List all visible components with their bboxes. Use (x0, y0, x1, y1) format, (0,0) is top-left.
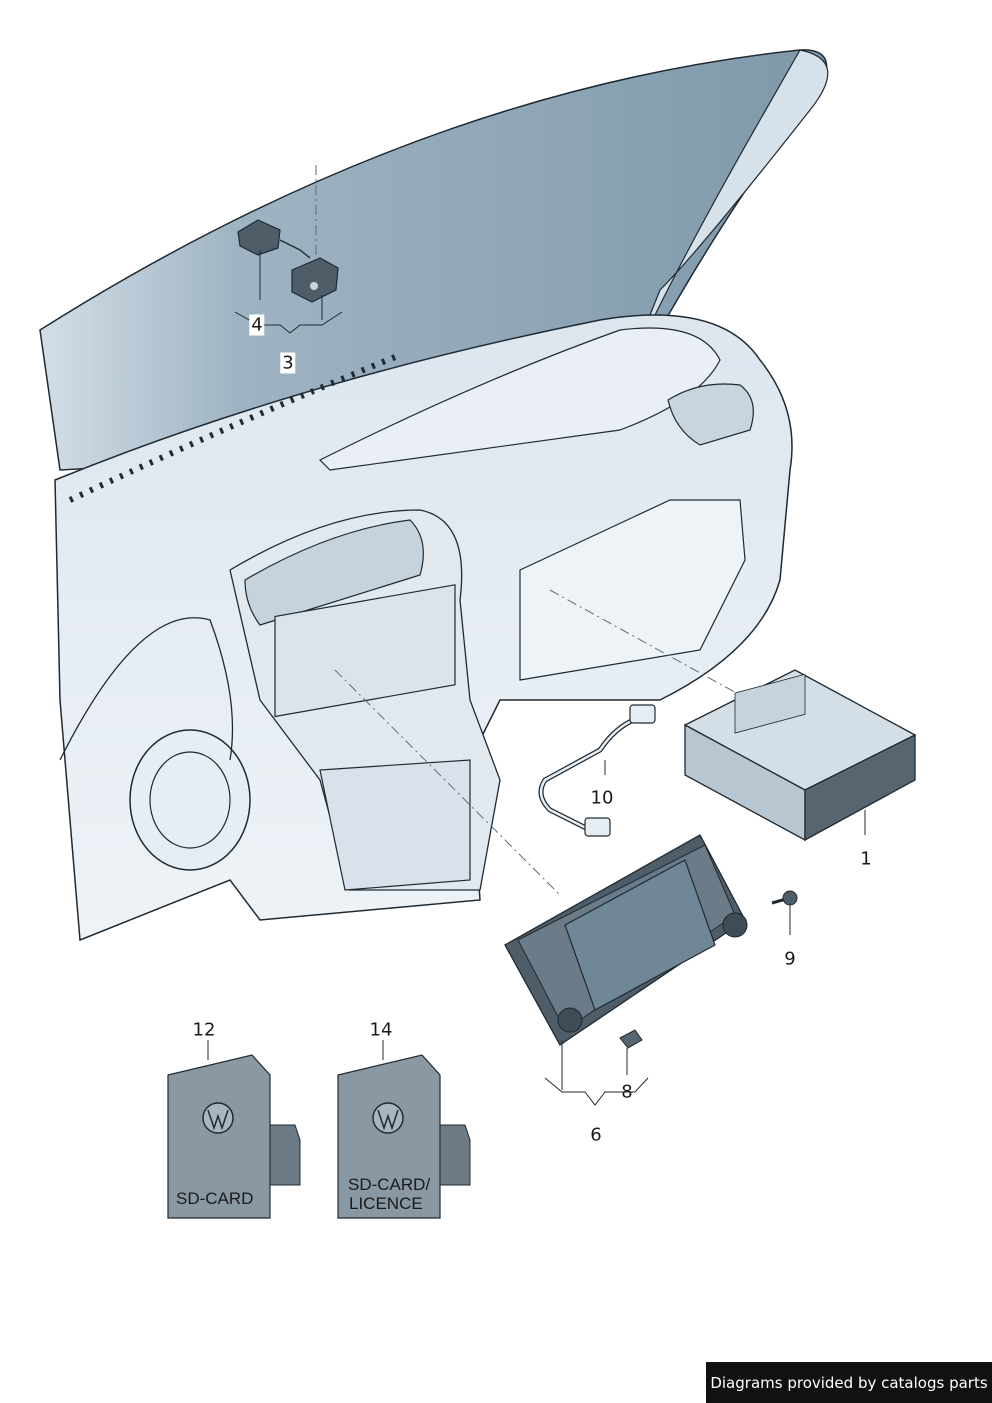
part-sd-card-14 (337, 1054, 471, 1219)
leader-line-6 (334, 669, 561, 896)
leader-line-1 (549, 589, 741, 696)
callout-6: 6 (590, 1124, 602, 1146)
knob-right (722, 912, 748, 938)
lower-console (319, 759, 471, 891)
part-display-unit (504, 834, 748, 1046)
footer-credit: Diagrams provided by catalogs parts (706, 1362, 992, 1403)
instrument-cluster (129, 729, 251, 871)
callout-3: 3 (280, 352, 296, 374)
display-screen (564, 859, 716, 1011)
callout-12: 12 (192, 1019, 216, 1041)
part-connector-assembly (237, 219, 339, 303)
callout-8: 8 (621, 1081, 633, 1103)
bracket-6 (544, 1077, 649, 1106)
callout-10: 10 (590, 787, 614, 809)
cluster-hood (59, 617, 234, 761)
a-pillar (599, 49, 829, 441)
callout-9: 9 (784, 948, 796, 970)
part-radio-chassis (683, 669, 917, 842)
card-label-sd-card-licence-2: LICENCE (349, 1194, 423, 1213)
knob-left (557, 1007, 583, 1033)
cable-connector-top (629, 704, 656, 724)
callout-1: 1 (860, 848, 872, 870)
glovebox-cavity (519, 499, 746, 681)
callout-14: 14 (369, 1019, 393, 1041)
right-air-vent (667, 383, 754, 446)
card-label-sd-card: SD-CARD (176, 1189, 254, 1208)
callout-4: 4 (249, 314, 265, 336)
card-label-sd-card-licence-1: SD-CARD/ (348, 1175, 431, 1194)
center-air-vent (244, 519, 424, 626)
part-screw (771, 890, 798, 906)
cable-connector-bottom (584, 817, 611, 837)
part-sd-card-12 (167, 1054, 301, 1219)
part-clip (619, 1029, 643, 1049)
